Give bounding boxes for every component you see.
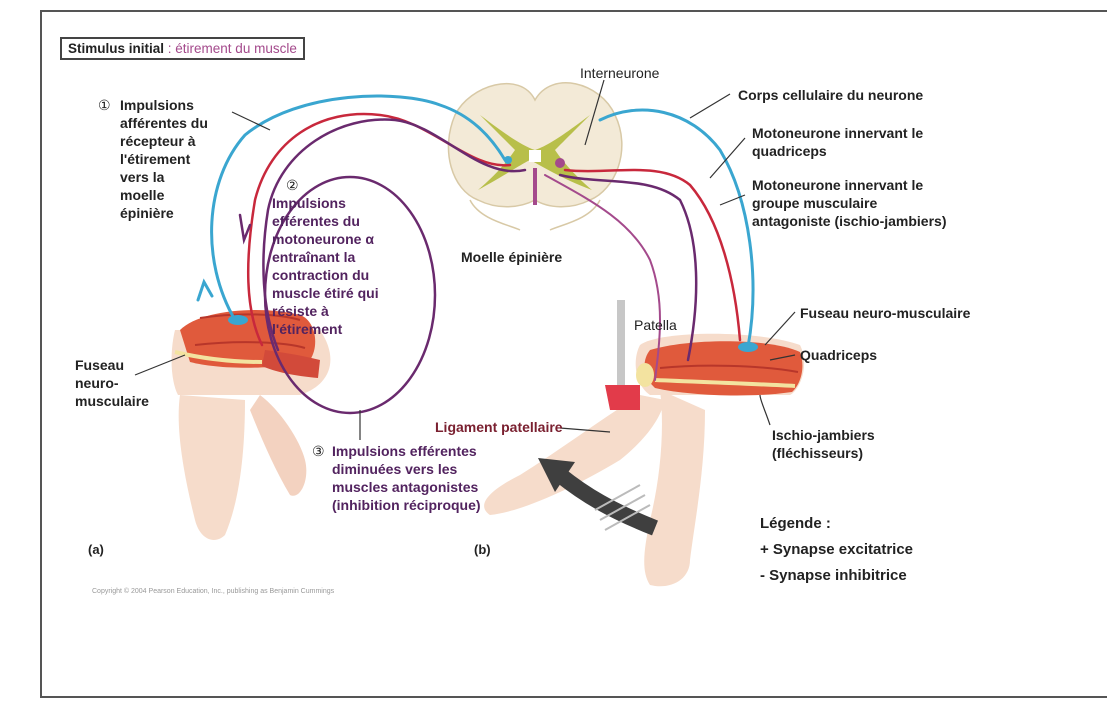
step3-number: ③ bbox=[312, 442, 325, 460]
spindle-a bbox=[228, 315, 248, 325]
ligament-patellaire-label: Ligament patellaire bbox=[435, 418, 563, 436]
ischio-jambiers-label: Ischio-jambiers (fléchisseurs) bbox=[772, 426, 875, 462]
central-canal bbox=[529, 150, 541, 162]
motoneurone-quadriceps-label: Motoneurone innervant le quadriceps bbox=[752, 124, 923, 160]
leg-b bbox=[484, 300, 804, 586]
title-prefix: Stimulus initial bbox=[68, 41, 164, 56]
patella-bone bbox=[636, 363, 654, 387]
title-separator: : bbox=[164, 41, 175, 56]
fuseau-b-label: Fuseau neuro-musculaire bbox=[800, 304, 970, 322]
stimulus-title: Stimulus initial : étirement du muscle bbox=[60, 37, 305, 60]
interneurone-body bbox=[555, 158, 565, 168]
legend-title: Légende : bbox=[760, 511, 913, 537]
legend-item-inhibitory: - Synapse inhibitrice bbox=[760, 563, 913, 589]
fuseau-a-label: Fuseau neuro- musculaire bbox=[75, 356, 149, 410]
step1-number: ① bbox=[98, 96, 111, 114]
copyright-notice: Copyright © 2004 Pearson Education, Inc.… bbox=[92, 588, 334, 595]
legend: Légende : + Synapse excitatrice - Synaps… bbox=[760, 511, 913, 589]
kick-arrow bbox=[560, 475, 655, 528]
title-rest: étirement du muscle bbox=[175, 41, 297, 56]
moelle-epiniere-label: Moelle épinière bbox=[461, 248, 562, 266]
quadriceps-label: Quadriceps bbox=[800, 346, 877, 364]
step3-label: Impulsions efférentes diminuées vers les… bbox=[332, 442, 532, 514]
panel-a-label: (a) bbox=[88, 541, 104, 559]
hammer-head bbox=[605, 385, 640, 410]
step2-label: Impulsions efférentes du motoneurone α e… bbox=[272, 194, 412, 338]
patella-label: Patella bbox=[634, 316, 677, 334]
panel-b-label: (b) bbox=[474, 541, 491, 559]
interneurone-label: Interneurone bbox=[580, 64, 659, 82]
corps-cellulaire-label: Corps cellulaire du neurone bbox=[738, 86, 923, 104]
step1-label: Impulsions afférentes du récepteur à l'é… bbox=[120, 96, 240, 222]
reflex-hammer bbox=[617, 300, 625, 388]
legend-item-excitatory: + Synapse excitatrice bbox=[760, 537, 913, 563]
motoneurone-antagoniste-label: Motoneurone innervant le groupe musculai… bbox=[752, 176, 946, 230]
step2-number: ② bbox=[286, 176, 299, 194]
leg-a bbox=[172, 310, 331, 540]
